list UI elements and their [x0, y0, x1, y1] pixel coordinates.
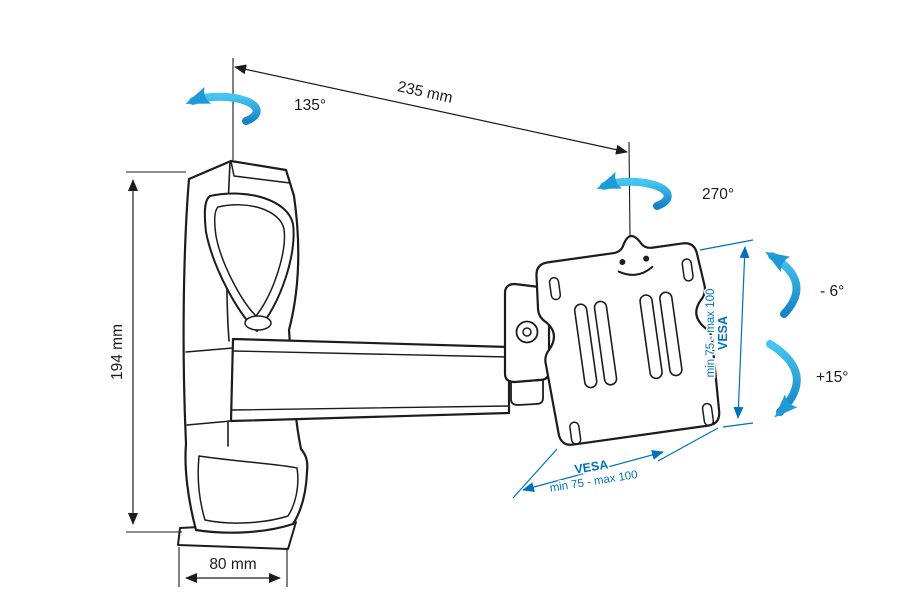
- vesa-bottom-title: VESA: [573, 457, 609, 476]
- vesa-dimension-side: [699, 239, 754, 428]
- rotation-arrow-135-arc: [185, 86, 261, 125]
- vesa-side-ext-bottom: [722, 422, 754, 428]
- rotation-arrow-270: [596, 171, 672, 210]
- bracket-pivot: [244, 315, 272, 331]
- mounting-arm: [229, 337, 511, 423]
- swivel-wall-angle-label: 135°: [294, 97, 326, 114]
- bracket-seam-bottom: [186, 420, 232, 426]
- vesa-plate: [535, 234, 721, 446]
- tilt-arrow-down: [766, 340, 801, 418]
- vesa-bottom-ext-right: [657, 427, 719, 462]
- vesa-side-title: VESA: [716, 316, 730, 350]
- rotation-arrow-135: [185, 86, 261, 125]
- tilt-arrow-up: [765, 251, 801, 318]
- tilt-up-angle-label: - 6°: [820, 283, 844, 300]
- bracket-seam-top: [185, 347, 234, 353]
- joint-screw-inner: [522, 327, 532, 337]
- slot-left-b: [593, 300, 618, 386]
- height-label: 194 mm: [109, 324, 126, 380]
- smiley-eye-right: [643, 255, 650, 262]
- arm-top-seam: [232, 350, 510, 358]
- tilt-arrow-down-arc: [766, 340, 801, 418]
- tilt-arrow-up-arc: [765, 251, 801, 318]
- depth-label: 80 mm: [209, 556, 256, 573]
- bracket-boot-inner: [197, 455, 299, 524]
- dimension-depth: [178, 547, 288, 587]
- vesa-bottom-dim-line: [522, 450, 664, 492]
- vesa-side-range: min 75 - max 100: [705, 289, 717, 378]
- bracket-top-cap-edge: [230, 160, 291, 184]
- corner-hole-br: [701, 402, 715, 427]
- joint-lower-tab: [510, 379, 544, 406]
- slot-left-a: [573, 303, 598, 389]
- smiley-eye-left: [619, 258, 626, 265]
- slot-right-a: [639, 294, 663, 380]
- corner-hole-tr: [681, 258, 694, 282]
- rotation-arrow-270-arc: [596, 171, 672, 210]
- vesa-side-dim-line: [733, 246, 750, 419]
- vesa-side-ext-top: [699, 239, 754, 251]
- dimension-arm-length: [232, 58, 631, 237]
- wall-bracket: [177, 159, 309, 550]
- arm-body: [229, 337, 511, 423]
- plate-corner-holes: [548, 258, 715, 445]
- plate-outline: [535, 234, 721, 446]
- swivel-plate-angle-label: 270°: [702, 186, 734, 203]
- arm-length-label: 235 mm: [396, 78, 454, 107]
- arm-bottom-seam: [231, 405, 510, 411]
- tilt-down-angle-label: +15°: [816, 369, 849, 386]
- joint-screw-outer: [515, 320, 539, 344]
- vesa-side-label: VESA min 75 - max 100: [704, 287, 732, 379]
- ext-line-plate-top: [628, 141, 631, 237]
- smiley-mouth: [617, 265, 654, 276]
- corner-hole-tl: [548, 276, 562, 301]
- vesa-bottom-label: VESA min 75 - max 100: [547, 456, 640, 496]
- slot-right-b: [659, 291, 683, 377]
- dim-line-235: [234, 64, 628, 155]
- corner-hole-bl: [569, 421, 582, 445]
- vesa-dimension-bottom: [512, 427, 719, 499]
- dimension-height: [126, 171, 186, 533]
- plate-smiley-face: [617, 255, 654, 276]
- plate-mounting-slots: [573, 291, 683, 389]
